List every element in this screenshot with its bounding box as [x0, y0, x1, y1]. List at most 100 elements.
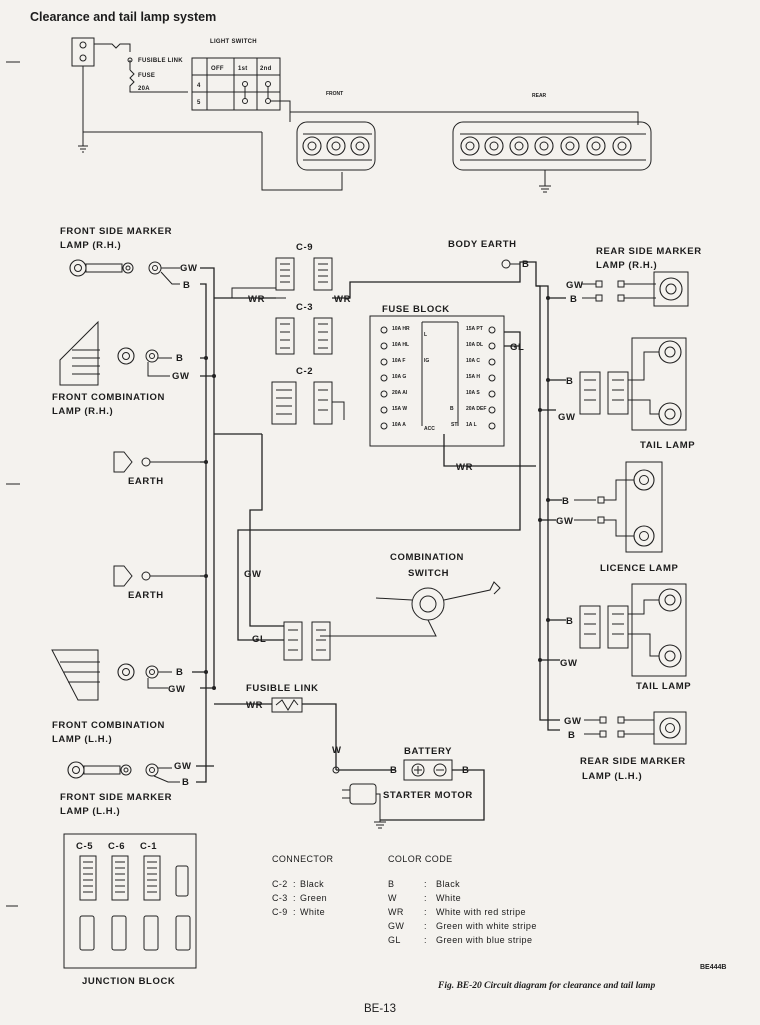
fuse-right-2: 10A DL [466, 342, 483, 348]
color-code-3: WR [388, 907, 404, 917]
fuse-terminal-l: L [424, 332, 427, 338]
fuse-terminal-st: ST [451, 422, 457, 428]
connector-legend-id-1: C-2 [272, 879, 288, 889]
battery-symbol [403, 759, 453, 781]
switch-row-4: 4 [197, 83, 201, 89]
fuse-right-4: 15A H [466, 374, 480, 380]
color-code-2: W [388, 893, 397, 903]
fuse-block-right-fuses: 15A PT 10A DL 10A C 15A H 10A S 20A DEF … [466, 326, 496, 430]
fuse-block-label: FUSE BLOCK [382, 304, 450, 315]
fuse-block-left-fuses: 10A HR 10A HL 10A F 10A G 20A AI 15A W 1… [380, 326, 410, 430]
fuse-right-7: 1A L [466, 422, 477, 428]
body-earth-label: BODY EARTH [448, 239, 517, 250]
color-sep-2: : [424, 893, 427, 903]
front-combination-rh-label-1: FRONT COMBINATION [52, 392, 165, 403]
color-code-5: GL [388, 935, 401, 945]
fuse-right-6: 20A DEF [466, 406, 486, 412]
fuse-terminal-acc: ACC [424, 426, 435, 432]
front-side-marker-rh-lamp [69, 259, 162, 277]
color-sep-3: : [424, 907, 427, 917]
jb-c5-label: C-5 [76, 841, 93, 852]
fusible-link-mid-label: FUSIBLE LINK [246, 683, 319, 694]
combination-switch-connector [283, 621, 331, 661]
wire-tag-wr-4: WR [246, 700, 263, 711]
front-side-marker-lh-lamp [67, 761, 159, 779]
fuse-right-3: 10A C [466, 358, 480, 364]
wire-tag-b-1: B [183, 280, 190, 291]
wire-tag-gw-4: GW [174, 761, 192, 772]
combination-switch-symbol [320, 581, 501, 637]
fuse-left-4: 10A G [392, 374, 406, 380]
switch-col-off: OFF [211, 66, 224, 72]
wire-tag-b-9: B [566, 616, 573, 627]
connector-c3 [275, 317, 333, 355]
rear-side-marker-rh-lamp [582, 271, 689, 307]
wire-tag-b-11: B [390, 765, 397, 776]
earth-2-label: EARTH [128, 590, 164, 601]
wire-tag-b-6: B [570, 294, 577, 305]
fuse-left-7: 10A A [392, 422, 406, 428]
wire-tag-w-1: W [332, 745, 342, 756]
earth-1-symbol [113, 451, 200, 473]
front-combination-rh-label-2: LAMP (R.H.) [52, 406, 113, 417]
wire-tag-gw-6: GW [566, 280, 584, 291]
junction-block-box [63, 833, 197, 969]
starter-motor-symbol [342, 783, 381, 820]
page-title: Clearance and tail lamp system [30, 10, 216, 24]
wire-tag-b-5: B [522, 259, 529, 270]
junction-block-connectors [79, 855, 191, 951]
connector-c3-label: C-3 [296, 302, 313, 313]
light-switch-table [191, 57, 281, 111]
margin-marks [6, 61, 20, 907]
licence-lamp-label: LICENCE LAMP [600, 563, 679, 574]
rear-lamp-group [452, 121, 652, 193]
connector-legend: CONNECTOR C-2 : Black C-3 : Green C-9 : … [272, 854, 333, 917]
tail-lamp-1 [579, 337, 687, 431]
wire-tag-b-2: B [176, 353, 183, 364]
wire-tag-gw-1: GW [180, 263, 198, 274]
connector-legend-color-3: White [300, 907, 325, 917]
reference-code: BE444B [700, 964, 726, 971]
wire-tag-gw-5: GW [244, 569, 262, 580]
jb-c6-label: C-6 [108, 841, 125, 852]
connector-c2-label: C-2 [296, 366, 313, 377]
wire-tag-wr-3: WR [456, 462, 473, 473]
color-code-1: B [388, 879, 394, 889]
switch-col-1st: 1st [238, 66, 248, 72]
ground-symbol [78, 132, 88, 153]
wire-tag-gl-2: GL [252, 634, 266, 645]
switch-col-2nd: 2nd [260, 66, 272, 72]
wire-tag-b-8: B [562, 496, 569, 507]
front-side-marker-rh-label-1: FRONT SIDE MARKER [60, 226, 172, 237]
connector-legend-sep-2: : [293, 893, 296, 903]
color-code-heading: COLOR CODE [388, 854, 453, 864]
fuse-left-6: 15A W [392, 406, 407, 412]
fuse-left-2: 10A HL [392, 342, 409, 348]
top-power-section: FUSIBLE LINK FUSE 20A LIGHT SWITCH OFF 1… [71, 37, 652, 193]
starter-motor-label: STARTER MOTOR [383, 790, 473, 801]
color-name-3: White with red stripe [436, 907, 526, 917]
light-switch-label: LIGHT SWITCH [210, 39, 257, 45]
front-combination-lh-label-1: FRONT COMBINATION [52, 720, 165, 731]
switch-row-5: 5 [197, 100, 201, 106]
rear-side-marker-lh-lamp [584, 711, 687, 745]
front-side-marker-rh-label-2: LAMP (R.H.) [60, 240, 121, 251]
rear-side-marker-lh-label-2: LAMP (L.H.) [582, 771, 642, 782]
color-sep-5: : [424, 935, 427, 945]
battery-label: BATTERY [404, 746, 452, 757]
wire-tag-gw-8: GW [556, 516, 574, 527]
front-lamp-group [296, 121, 376, 171]
fuse-terminal-ig: IG [424, 358, 429, 364]
connector-legend-color-1: Black [300, 879, 324, 889]
color-code-4: GW [388, 921, 404, 931]
front-combination-rh-lamp [59, 320, 159, 386]
combination-switch-label-2: SWITCH [408, 568, 449, 579]
rear-side-marker-rh-label-2: LAMP (R.H.) [596, 260, 657, 271]
front-label: FRONT [326, 91, 343, 97]
fuse-right-5: 10A S [466, 390, 480, 396]
color-sep-1: : [424, 879, 427, 889]
front-combination-lh-label-2: LAMP (L.H.) [52, 734, 112, 745]
connector-legend-sep-1: : [293, 879, 296, 889]
wire-tag-gw-10: GW [564, 716, 582, 727]
connector-c9-label: C-9 [296, 242, 313, 253]
